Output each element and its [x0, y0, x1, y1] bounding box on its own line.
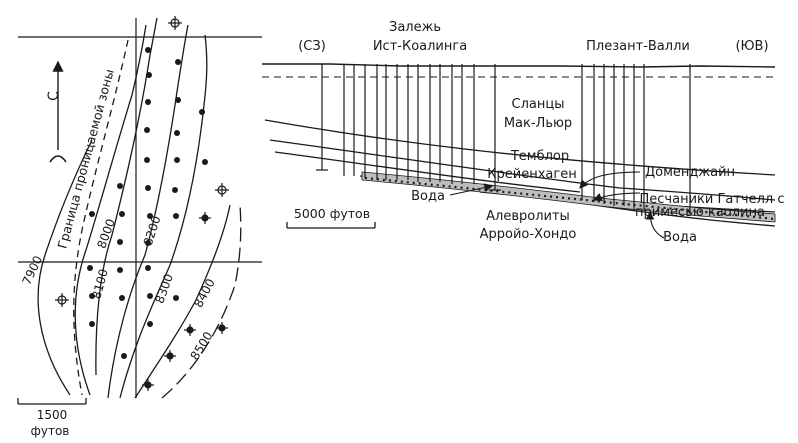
ground-surface — [262, 63, 776, 68]
permeable-zone-boundary — [73, 39, 129, 396]
gatchell-sand-dots — [364, 176, 776, 221]
temblor-label: Темблор — [510, 149, 569, 164]
field1-title-line2: Ист-Коалинга — [373, 39, 467, 54]
shale-label-line2: Мак-Льюр — [504, 116, 572, 131]
kreyenhagen-label: Крейенхаген — [487, 167, 576, 182]
contour-7900 — [37, 139, 93, 396]
section-scale-label: 5000 футов — [294, 206, 370, 221]
nw-label: (СЗ) — [298, 39, 326, 54]
cross-section: (СЗ) (ЮВ) Залежь Ист-Коалинга Плезант-Ва… — [262, 20, 785, 245]
contour-label-8500: 8500 — [188, 329, 216, 362]
north-arrow-icon — [49, 60, 67, 163]
map-scale-bar — [17, 398, 87, 405]
section-scale-bar — [286, 222, 376, 229]
water-label-1: Вода — [411, 189, 445, 204]
temblor-top — [264, 119, 776, 176]
water-label-2: Вода — [663, 230, 697, 245]
map-scale-unit: футов — [31, 424, 70, 438]
annotation-arrows — [449, 171, 665, 239]
contour-label-8400: 8400 — [191, 276, 218, 310]
map-scale-value: 1500 — [37, 408, 68, 422]
contour-8000 — [74, 24, 147, 396]
contour-8500 — [161, 204, 242, 399]
contour-label-8300: 8300 — [152, 272, 176, 305]
siltstone-label-line1: Алевролиты — [486, 209, 570, 224]
gatchell-sand-belt — [361, 171, 776, 223]
contour-8100 — [95, 17, 158, 376]
gatchell-label-line1: Песчаники Гатчелл с — [640, 192, 785, 207]
gas-well-symbols — [142, 212, 228, 391]
contour-label-8000: 8000 — [94, 217, 118, 250]
field1-title-line1: Залежь — [389, 20, 441, 35]
north-label: С — [46, 91, 62, 101]
contour-8300 — [119, 34, 208, 399]
gatchell-label-line2: примесью каолина — [635, 205, 765, 220]
contour-label-8200: 8200 — [141, 214, 164, 247]
lower-horizon-a — [274, 151, 581, 193]
contour-8400 — [134, 204, 231, 399]
section-wells — [316, 64, 691, 214]
producing-wells — [87, 47, 208, 359]
domengine-label: Доменджайн — [645, 165, 735, 180]
shale-label-line1: Сланцы — [512, 97, 565, 112]
field2-title: Плезант-Валли — [586, 39, 690, 54]
dry-well-symbols — [55, 16, 229, 307]
siltstone-label-line2: Арройо-Хондо — [480, 227, 577, 242]
structure-map: С Граница проницаемой зоны 7900 8000 810… — [17, 16, 262, 438]
se-label: (ЮВ) — [735, 39, 768, 54]
contour-8200 — [107, 24, 189, 399]
